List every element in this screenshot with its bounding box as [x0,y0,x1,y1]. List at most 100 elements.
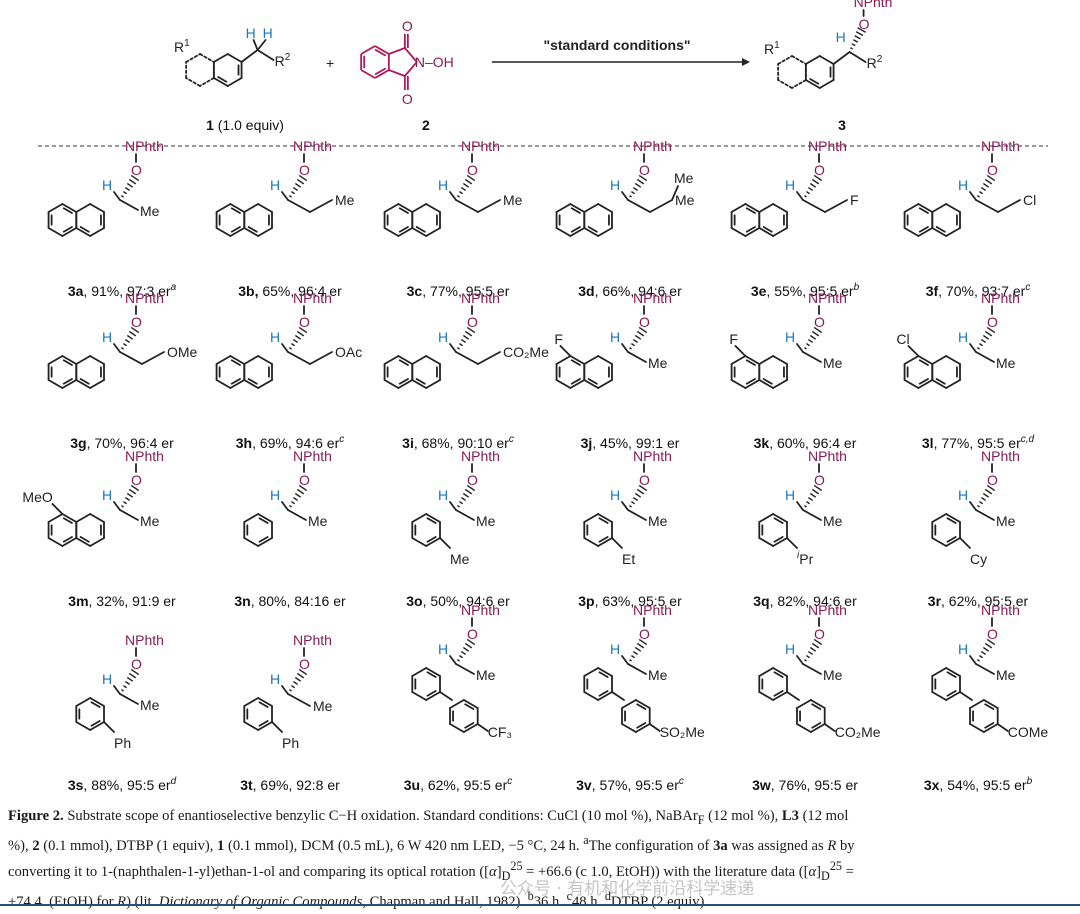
oxygen-label: O [987,314,998,330]
substituent-label: Me [140,203,160,219]
stereo-hydrogen: H [958,177,968,193]
substituent-label: Me [503,192,523,208]
compound-label: 3w, 76%, 95:5 er [752,777,858,793]
substituent-label: Me [476,513,496,529]
carbonyl-o-bottom: O [402,91,413,107]
condition-label: "standard conditions" [543,37,690,53]
stereo-hydrogen: H [785,329,795,345]
nphth-label: NPhth [808,138,847,154]
nphth-label: NPhth [125,138,164,154]
product-hydrogen: H [836,29,846,45]
oxygen-label: O [299,472,310,488]
nphth-label: NPhth [293,138,332,154]
oxygen-label: O [299,314,310,330]
stereo-hydrogen: H [270,177,280,193]
hydrogen-b: H [263,25,273,41]
oxygen-label: O [299,656,310,672]
substituent-label: Me [823,667,843,683]
nphth-label: NPhth [293,448,332,464]
stereo-hydrogen: H [102,671,112,687]
substituent-label: Me [648,667,668,683]
ortho-substituent-label: iPr [797,550,814,567]
nphth-label: NPhth [633,448,672,464]
watermark: 公众号 · 有机和化学前沿科学速递 [500,879,755,899]
r1-label: R1 [174,38,190,55]
oxygen-label: O [814,314,825,330]
oxygen-label: O [987,626,998,642]
plus-sign: + [326,55,334,71]
oxygen-label: O [467,472,478,488]
ortho-substituent-label: Me [450,551,470,567]
compound-label: 3e, 55%, 95:5 erb [751,282,860,299]
stereo-hydrogen: H [102,177,112,193]
substituent-label: Me [140,513,160,529]
nphth-label: NPhth [808,290,847,306]
oxygen-label: O [131,162,142,178]
compound-label: 3r, 62%, 95:5 er [928,593,1029,609]
stereo-hydrogen: H [270,671,280,687]
substituent-label: Me [140,697,160,713]
compound-label: 3d, 66%, 94:6 er [578,283,682,299]
nphth-label: NPhth [293,290,332,306]
nphth-label: NPhth [461,138,500,154]
caption-line-2: %), 2 (0.1 mmol), DTBP (1 equiv), 1 (0.1… [8,832,855,854]
oxygen-label: O [467,314,478,330]
substituent-label: CO₂Me [503,344,549,360]
nphth-label: NPhth [633,602,672,618]
substituent-label: F [850,192,859,208]
reactant-1-label: 1 (1.0 equiv) [206,117,284,133]
nphth-label: NPhth [633,290,672,306]
compound-label: 3j, 45%, 99:1 er [581,435,680,451]
nphth-label: NPhth [808,448,847,464]
nphth-label: NPhth [633,138,672,154]
stereo-hydrogen: H [958,641,968,657]
stereo-hydrogen: H [610,641,620,657]
caption-line-3: converting it to 1-(naphthalen-1-yl)etha… [8,858,854,883]
oxygen-label: O [814,626,825,642]
substituent-label: Me [675,192,695,208]
oxygen-label: O [131,314,142,330]
oxygen-label: O [987,472,998,488]
substituent-label: Me [335,192,355,208]
substituent-label: OAc [335,344,362,360]
product-nphth: NPhth [854,0,893,10]
compound-label: 3h, 69%, 94:6 erc [236,434,345,451]
nphth-label: NPhth [125,290,164,306]
compound-label: 3a, 91%, 97:3 era [68,282,177,299]
oxygen-label: O [467,162,478,178]
compound-label: 3t, 69%, 92:8 er [240,777,340,793]
substituent-label: Me [996,355,1016,371]
ortho-substituent-label: Cy [970,551,987,567]
oxygen-label: O [639,626,650,642]
n-oh-label: N–OH [415,54,454,70]
ring-substituent-label: F [729,331,738,347]
stereo-hydrogen: H [785,487,795,503]
stereo-hydrogen: H [438,641,448,657]
substituent-label: Me [823,355,843,371]
ring-substituent-label: F [554,331,563,347]
nphth-label: NPhth [981,448,1020,464]
nphth-label: NPhth [293,632,332,648]
substituent-label: OMe [167,344,198,360]
branch-methyl: Me [674,170,694,186]
compound-label: 3q, 82%, 94:6 er [753,593,857,609]
oxygen-label: O [639,162,650,178]
oxygen-label: O [131,656,142,672]
para-substituent-label: CF₃ [488,724,512,740]
compound-label: 3v, 57%, 95:5 erc [576,776,684,793]
compound-label: 3g, 70%, 96:4 er [70,435,174,451]
hydrogen-a: H [246,25,256,41]
